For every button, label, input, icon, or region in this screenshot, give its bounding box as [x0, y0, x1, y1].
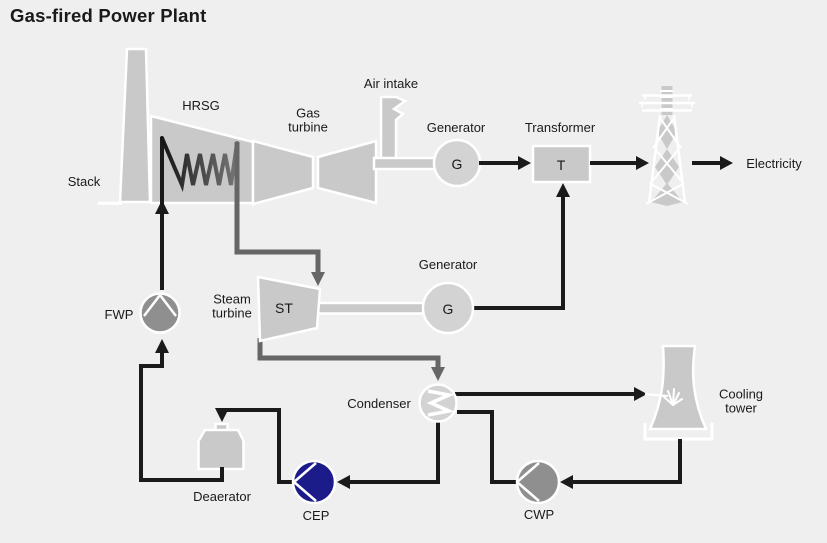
gas-turbine-left: [251, 139, 315, 206]
gas-turbine-right: [316, 139, 378, 205]
label-gas-turbine: Gas turbine: [288, 105, 328, 135]
cwp-pump: [515, 459, 561, 505]
arrow-into-cep: [337, 475, 350, 489]
label-deaerator: Deaerator: [193, 488, 251, 504]
arrow-into-hrsg: [155, 200, 169, 214]
pipe-deaerator-to-fwp: [139, 352, 224, 482]
transformer-box: [531, 144, 592, 184]
stack-shape: [118, 47, 152, 204]
pipe-condenser-to-cep: [349, 418, 440, 484]
fwp-pump: [139, 292, 181, 334]
label-cooling-tower: Cooling tower: [718, 386, 764, 416]
shaft-gas-turbine-generator: [372, 156, 438, 171]
arrow-into-steam-turbine: [311, 272, 325, 286]
label-generator-1: Generator: [426, 119, 486, 135]
steam-generator-circle: [421, 281, 475, 335]
sprinkler-icon: [662, 388, 683, 406]
letter-generator-2: G: [442, 301, 454, 317]
shaft-steam-turbine-generator: [315, 301, 427, 315]
line-generator2-to-transformer: [472, 196, 565, 310]
pipe-steam-to-st: [234, 142, 321, 274]
arrow-into-fwp: [155, 339, 169, 353]
pipe-cwp-to-condenser: [457, 410, 517, 484]
letter-generator-1: G: [451, 156, 463, 172]
cep-pump: [291, 459, 337, 505]
label-condenser: Condenser: [347, 395, 411, 411]
condenser-coil-glyph: [426, 389, 455, 417]
label-generator-2: Generator: [418, 256, 478, 272]
arrow-electricity: [720, 156, 733, 170]
hrsg-coil: [160, 136, 239, 193]
arrow-into-condenser: [431, 367, 445, 381]
arrow-into-deaerator: [215, 408, 229, 422]
arrow-into-tower: [634, 387, 647, 401]
label-hrsg: HRSG: [182, 97, 220, 113]
label-fwp: FWP: [104, 306, 134, 322]
letter-transformer: T: [556, 157, 566, 173]
air-intake-duct: [379, 95, 408, 164]
label-transformer: Transformer: [524, 119, 596, 135]
arrow-into-transformer-bottom: [556, 183, 570, 197]
letter-steam-turbine: ST: [275, 300, 293, 316]
steam-turbine-shape: [256, 275, 322, 343]
pipe-st-exhaust-to-condenser: [257, 338, 441, 369]
label-stack: Stack: [67, 173, 101, 189]
arrow-into-transformer-left: [518, 156, 531, 170]
label-air-intake: Air intake: [363, 75, 419, 91]
cooling-tower-shape: [643, 344, 714, 441]
arrow-into-pylon: [636, 156, 649, 170]
diagram-title: Gas-fired Power Plant: [10, 5, 207, 26]
pipe-tower-to-cwp: [573, 439, 682, 484]
label-cep: CEP: [302, 507, 330, 523]
label-steam-turbine: Steam turbine: [212, 291, 252, 321]
label-cwp: CWP: [523, 506, 555, 522]
arrow-into-cwp: [560, 475, 573, 489]
transmission-tower: [639, 86, 695, 206]
label-electricity: Electricity: [746, 155, 802, 171]
deaerator-shape: [197, 422, 245, 471]
condenser-circle: [418, 383, 458, 423]
